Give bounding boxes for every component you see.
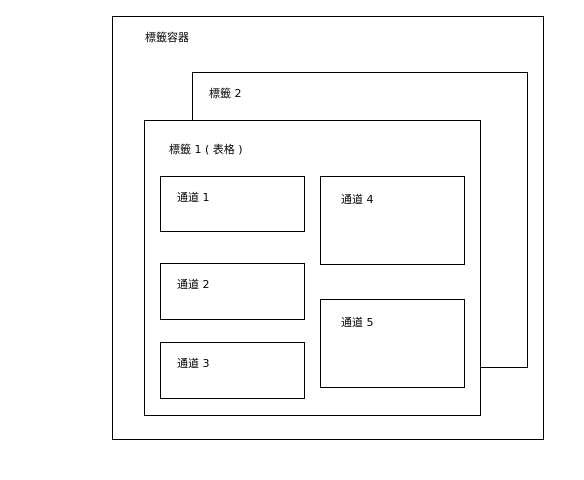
tab-container-label: 標籤容器 [145,31,189,44]
channel-5: 通道 5 [320,299,465,388]
channel-1: 通道 1 [160,176,305,232]
tab-2-label: 標籤 2 [209,87,242,100]
channel-3-label: 通道 3 [177,357,210,370]
channel-4: 通道 4 [320,176,465,265]
channel-2: 通道 2 [160,263,305,320]
channel-1-label: 通道 1 [177,191,210,204]
tab-1-label: 標籤 1 ( 表格 ) [169,143,243,156]
channel-2-label: 通道 2 [177,278,210,291]
channel-5-label: 通道 5 [341,316,374,329]
channel-4-label: 通道 4 [341,193,374,206]
channel-3: 通道 3 [160,342,305,399]
